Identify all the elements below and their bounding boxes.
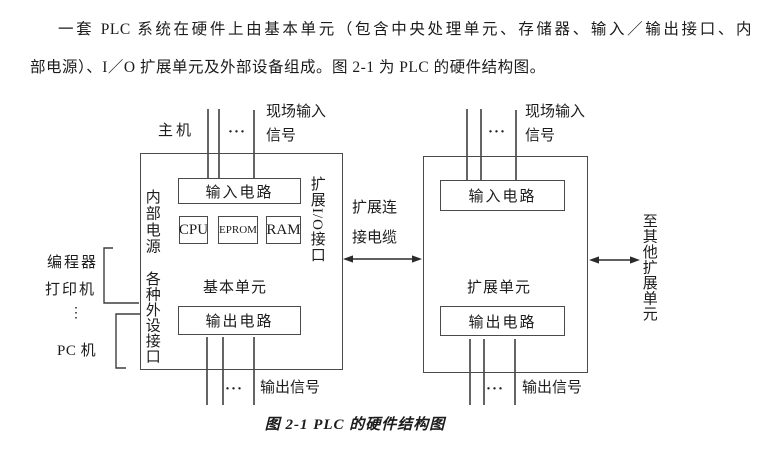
expansion-unit-bottom-ellipsis: ··· [486,381,505,397]
expansion-io-port-label: 扩展I/O接口 [308,176,325,263]
base-input-circuit-box: 输入电路 [178,178,301,204]
internal-power-label: 内部电源 [143,189,160,255]
base-unit-input-lines [207,109,255,179]
base-unit-box [140,153,343,370]
cable-label-line2: 接电缆 [352,230,398,246]
base-output-circuit-box: 输出电路 [178,306,301,335]
base-unit-top-ellipsis: ··· [228,124,247,140]
eprom-box: EPROM [218,216,258,244]
expansion-output-circuit-box: 输出电路 [440,306,565,336]
peripheral-bracket-top [103,247,139,304]
expansion-cable-arrow [343,255,422,263]
expansion-unit-field-input-label: 现场输入 信号 [525,100,585,148]
base-unit-output-lines [206,337,255,405]
cpu-box: CPU [179,216,208,244]
field-input-label-line2: 信号 [266,128,297,144]
field-input-label-line1: 现场输入 [266,104,327,120]
host-label: 主机 [158,123,195,139]
base-unit-field-input-label: 现场输入 信号 [266,100,326,148]
exp-field-input-label-line1: 现场输入 [525,104,586,120]
expansion-unit-name: 扩展单元 [467,280,532,296]
to-other-units-arrow [589,256,640,264]
paragraph-line-2: 部电源）、I／O 扩展单元及外部设备组成。图 2-1 为 PLC 的硬件结构图。 [30,59,546,76]
expansion-input-circuit-box: 输入电路 [440,180,565,211]
peripheral-vertical-ellipsis: ⋮ [69,306,83,321]
base-unit-name: 基本单元 [203,280,268,296]
paragraph-line-1: 一套 PLC 系统在硬件上由基本单元（包含中央处理单元、存储器、输入／输出接口、… [58,21,752,38]
expansion-unit-top-ellipsis: ··· [488,124,507,140]
ram-box: RAM [266,216,301,244]
peripheral-programmer-label: 编程器 [47,255,99,271]
figure-caption: 图 2-1 PLC 的硬件结构图 [264,417,446,433]
cable-label-line1: 扩展连 [352,200,398,216]
expansion-unit-box [423,156,588,373]
peripheral-bracket-bottom [115,313,140,369]
base-output-signal-label: 输出信号 [260,380,321,396]
peripheral-printer-label: 打印机 [45,282,97,298]
peripheral-ports-label: 各种外设接口 [143,271,160,364]
expansion-unit-input-lines [466,109,517,180]
exp-field-input-label-line2: 信号 [525,128,556,144]
expansion-output-signal-label: 输出信号 [522,380,583,396]
to-other-units-label: 至其他扩展单元 [640,213,657,322]
peripheral-pc-label: PC 机 [57,343,97,359]
base-unit-bottom-ellipsis: ··· [225,381,244,397]
expansion-cable-label: 扩展连 接电缆 [352,193,397,253]
